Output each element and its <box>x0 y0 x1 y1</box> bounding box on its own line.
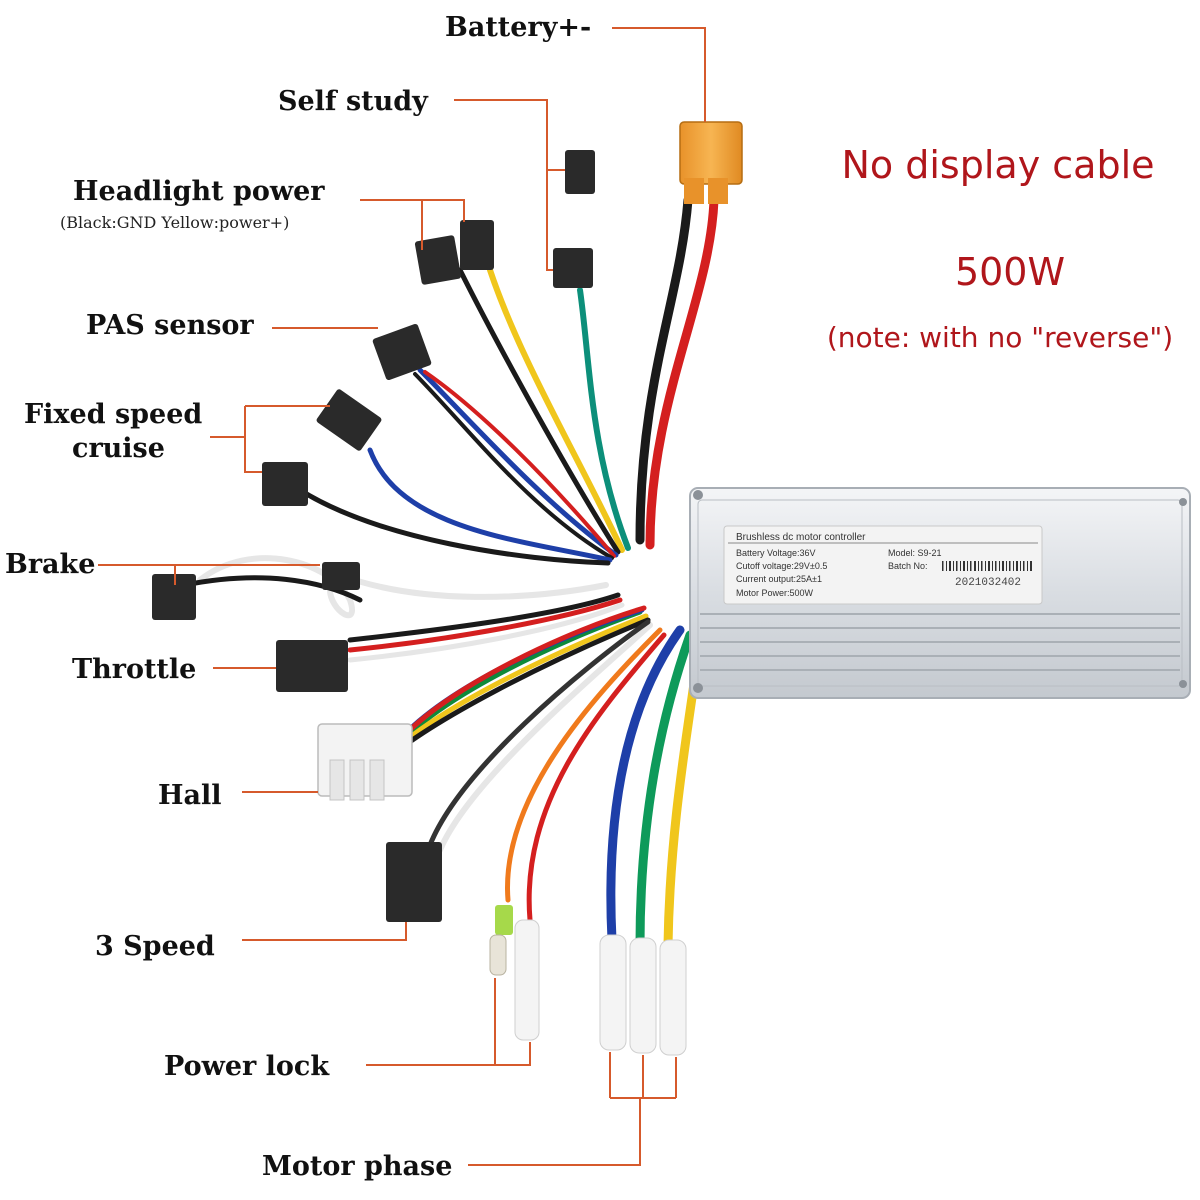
barcode <box>942 561 1032 571</box>
throttle-connector <box>276 640 348 692</box>
brake-connector <box>152 562 360 620</box>
note-power-rating: 500W <box>955 250 1065 294</box>
label-battery: Battery+- <box>445 12 591 43</box>
plate-cutoff-voltage: Cutoff voltage:29V±0.5 <box>736 561 827 571</box>
self-study-connector <box>553 150 595 288</box>
pas-connector <box>372 323 432 381</box>
headlight-connector <box>414 220 494 285</box>
motor-phase-connectors <box>599 934 687 1056</box>
plate-title: Brushless dc motor controller <box>736 532 866 543</box>
plate-batch: Batch No: <box>888 561 928 571</box>
label-headlight-power: Headlight power <box>73 176 325 207</box>
label-pas-sensor: PAS sensor <box>86 310 254 341</box>
label-power-lock: Power lock <box>164 1051 330 1082</box>
plate-serial: 2021032402 <box>955 577 1021 589</box>
label-hall: Hall <box>158 780 222 811</box>
label-brake: Brake <box>5 549 95 580</box>
label-fixed-speed: Fixed speed <box>24 399 202 430</box>
label-cruise: cruise <box>72 433 165 464</box>
label-throttle: Throttle <box>72 654 196 685</box>
label-headlight-note: (Black:GND Yellow:power+) <box>60 213 289 232</box>
label-3-speed: 3 Speed <box>95 931 215 962</box>
spec-plate: Brushless dc motor controller Battery Vo… <box>723 525 1043 605</box>
cruise-connector <box>262 389 382 506</box>
battery-connector <box>679 121 743 204</box>
note-no-reverse: (note: with no "reverse") <box>827 321 1173 354</box>
hall-connector <box>317 723 413 801</box>
wire-bundle <box>182 195 719 950</box>
plate-model: Model: S9-21 <box>888 548 942 558</box>
power-lock-connector <box>489 905 540 1041</box>
plate-motor-power: Motor Power:500W <box>736 588 814 598</box>
label-self-study: Self study <box>278 86 429 117</box>
note-no-display-cable: No display cable <box>842 143 1155 187</box>
label-motor-phase: Motor phase <box>262 1151 452 1182</box>
plate-battery-voltage: Battery Voltage:36V <box>736 548 816 558</box>
plate-current-output: Current output:25A±1 <box>736 574 822 584</box>
3-speed-connector <box>386 842 442 922</box>
leader-lines <box>98 27 706 1166</box>
